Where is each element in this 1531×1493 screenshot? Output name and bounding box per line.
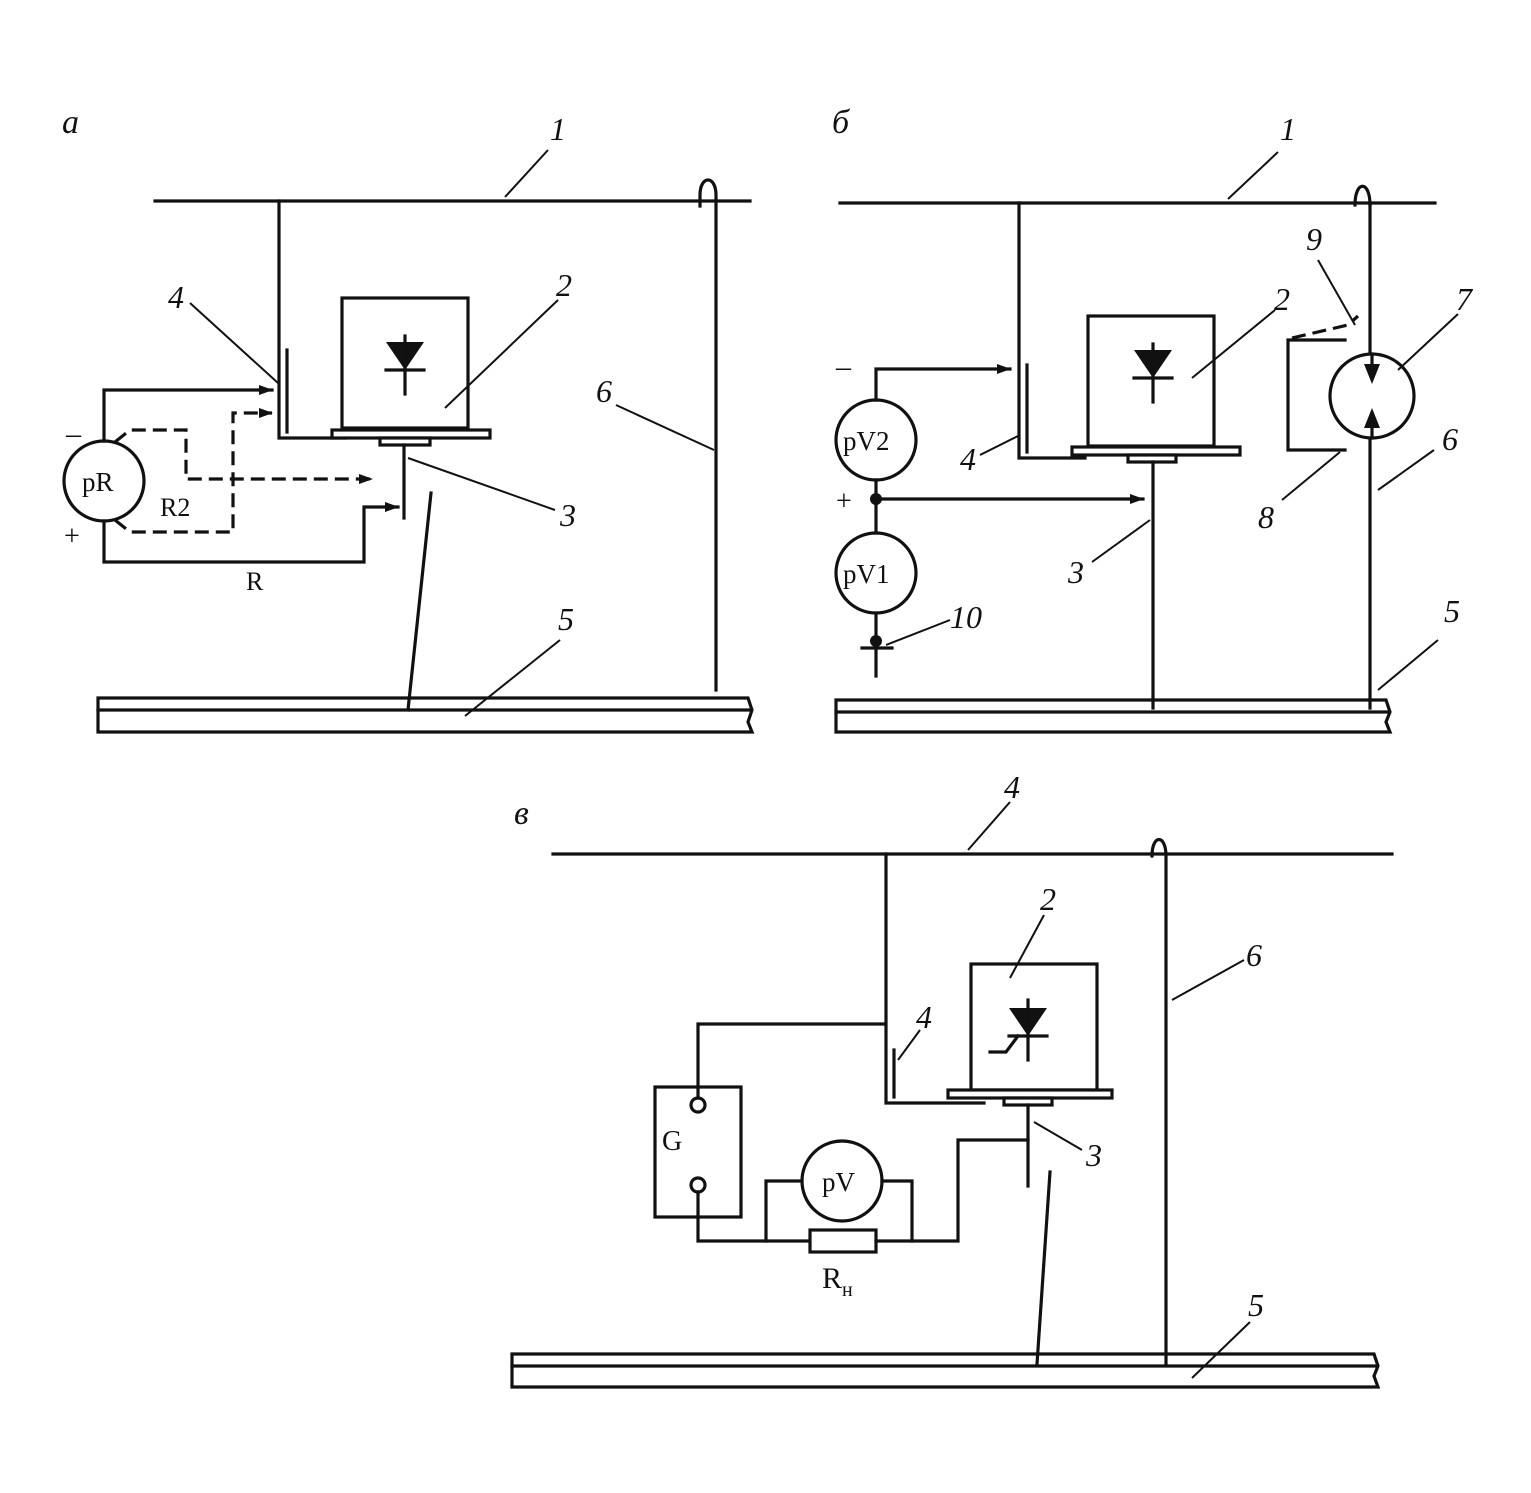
panel-a-r-label: R xyxy=(246,567,264,596)
panel-b-leader-1 xyxy=(1227,151,1279,200)
panel-b-leader-2 xyxy=(1191,309,1276,379)
panel-b-ground-node xyxy=(870,635,882,647)
panel-c-resistor-label: Rн xyxy=(822,1262,853,1301)
panel-a-leader-2 xyxy=(444,299,559,409)
panel-b-wire-loop xyxy=(1353,184,1372,207)
panel-a-dashed-wire-2 xyxy=(114,408,273,534)
panel-b-diode-icon xyxy=(1132,342,1174,404)
panel-a-plus: + xyxy=(64,521,80,552)
panel-b-leader-7 xyxy=(1397,313,1459,371)
panel-a-wire-plus xyxy=(102,502,400,564)
panel-c-rail-5 xyxy=(510,1352,1381,1389)
panel-c-wire-bottom-right xyxy=(874,1138,1030,1243)
panel-b-leader-3 xyxy=(1091,519,1151,563)
panel-a-letter: а xyxy=(62,104,79,141)
panel-a-ground-rod xyxy=(406,491,433,712)
panel-c-callout-3: 3 xyxy=(1085,1137,1102,1173)
panel-b-callout-6: 6 xyxy=(1442,421,1458,457)
panel-b-device-2 xyxy=(1086,314,1216,448)
panel-b-leader-5 xyxy=(1377,639,1439,691)
panel-c-meter-wire-left xyxy=(764,1179,804,1243)
panel-a-callout-4: 4 xyxy=(168,279,184,315)
panel-b-meter-pv2-label: pV2 xyxy=(843,426,890,456)
panel-b-bracket-4 xyxy=(1017,201,1087,460)
panel-a-bracket-4 xyxy=(277,199,347,440)
panel-a-rail-5 xyxy=(96,696,755,734)
panel-a-wire-minus xyxy=(102,385,274,443)
panel-a-dashed-wire-1 xyxy=(114,428,373,484)
panel-a-callout-6: 6 xyxy=(596,373,612,409)
panel-b-arrow-up-in xyxy=(1364,408,1380,428)
panel-c-terminal-bottom xyxy=(689,1176,707,1194)
panel-b-leader-8 xyxy=(1281,451,1341,501)
panel-b-wire-minus xyxy=(874,364,1012,402)
panel-b-rail-5 xyxy=(834,698,1393,734)
panel-c-terminal-top xyxy=(689,1096,707,1114)
panel-c-callout-4-top: 4 xyxy=(1004,769,1020,805)
panel-c-ground-rod xyxy=(1035,1170,1052,1366)
panel-b-callout-9: 9 xyxy=(1306,221,1322,257)
panel-b-callout-7: 7 xyxy=(1456,281,1474,317)
panel-a-callout-5: 5 xyxy=(558,601,574,637)
panel-a-leader-5 xyxy=(464,639,561,717)
panel-c-wire-top xyxy=(696,1022,886,1100)
panel-b-leader-10 xyxy=(885,619,951,646)
panel-a: а pR – + R2 R xyxy=(62,104,755,734)
panel-c-thyristor-icon xyxy=(988,998,1049,1062)
panel-c-callout-2: 2 xyxy=(1040,881,1056,917)
panel-c-callout-5: 5 xyxy=(1248,1287,1264,1323)
panel-b-callout-4: 4 xyxy=(960,441,976,477)
panel-c-callout-4-bracket: 4 xyxy=(916,999,932,1035)
panel-b-meter-pv1-label: pV1 xyxy=(843,559,890,589)
panel-b-plus: + xyxy=(836,486,852,517)
panel-b-callout-2: 2 xyxy=(1274,281,1290,317)
panel-c-leader-6 xyxy=(1171,959,1245,1001)
panel-b-letter: б xyxy=(832,104,851,141)
panel-a-meter-label: pR xyxy=(82,467,114,497)
panel-c-leader-4-top xyxy=(967,801,1011,851)
panel-b-callout-5: 5 xyxy=(1444,593,1460,629)
panel-b-callout-8: 8 xyxy=(1258,499,1274,535)
panel-b-switch-9 xyxy=(1291,314,1360,340)
panel-b-leader-6 xyxy=(1377,449,1435,491)
panel-b-box-8 xyxy=(1286,338,1347,452)
panel-c-letter: в xyxy=(514,795,529,832)
panel-c-resistor xyxy=(808,1228,878,1254)
panel-c-bracket-4 xyxy=(884,852,986,1105)
panel-c-leader-4-bracket xyxy=(897,1029,921,1061)
panel-a-callout-2: 2 xyxy=(556,267,572,303)
panel-c-resistor-sub: н xyxy=(842,1279,853,1301)
panel-c: в G pV xyxy=(510,769,1394,1389)
panel-a-leader-4 xyxy=(189,302,279,384)
panel-c-meter-wire-right xyxy=(880,1179,914,1243)
panel-a-minus: – xyxy=(65,417,82,450)
panel-b-callout-10: 10 xyxy=(950,599,982,635)
panel-b: б pV2 xyxy=(832,104,1474,734)
panel-a-diode-icon xyxy=(384,334,426,396)
panel-b-leader-4 xyxy=(979,434,1021,456)
panel-a-r2-label: R2 xyxy=(160,493,190,522)
panel-b-callout-1: 1 xyxy=(1280,111,1296,147)
panel-a-leader-3 xyxy=(407,457,556,511)
panel-a-callout-1: 1 xyxy=(550,111,566,147)
panel-b-leader-9 xyxy=(1317,259,1356,326)
panel-c-meter-label: pV xyxy=(822,1167,856,1197)
panel-b-callout-3: 3 xyxy=(1067,554,1084,590)
panel-c-callout-6: 6 xyxy=(1246,937,1262,973)
panel-c-wire-6 xyxy=(1150,837,1168,1367)
panel-a-leader-1 xyxy=(504,149,549,198)
panel-c-leader-2 xyxy=(1009,914,1045,979)
panel-c-leader-5 xyxy=(1191,1321,1251,1379)
panel-c-resistor-letter: R xyxy=(822,1262,842,1295)
panel-b-minus: – xyxy=(835,350,852,383)
panel-a-callout-3: 3 xyxy=(559,497,576,533)
panel-c-wire-bottom-left xyxy=(696,1190,812,1243)
panel-a-wire-6 xyxy=(698,178,718,692)
panel-c-leader-3 xyxy=(1033,1121,1083,1151)
panel-c-generator-label: G xyxy=(662,1126,682,1157)
panel-b-arrow-down-in xyxy=(1364,364,1380,384)
panel-a-leader-6 xyxy=(615,404,715,451)
